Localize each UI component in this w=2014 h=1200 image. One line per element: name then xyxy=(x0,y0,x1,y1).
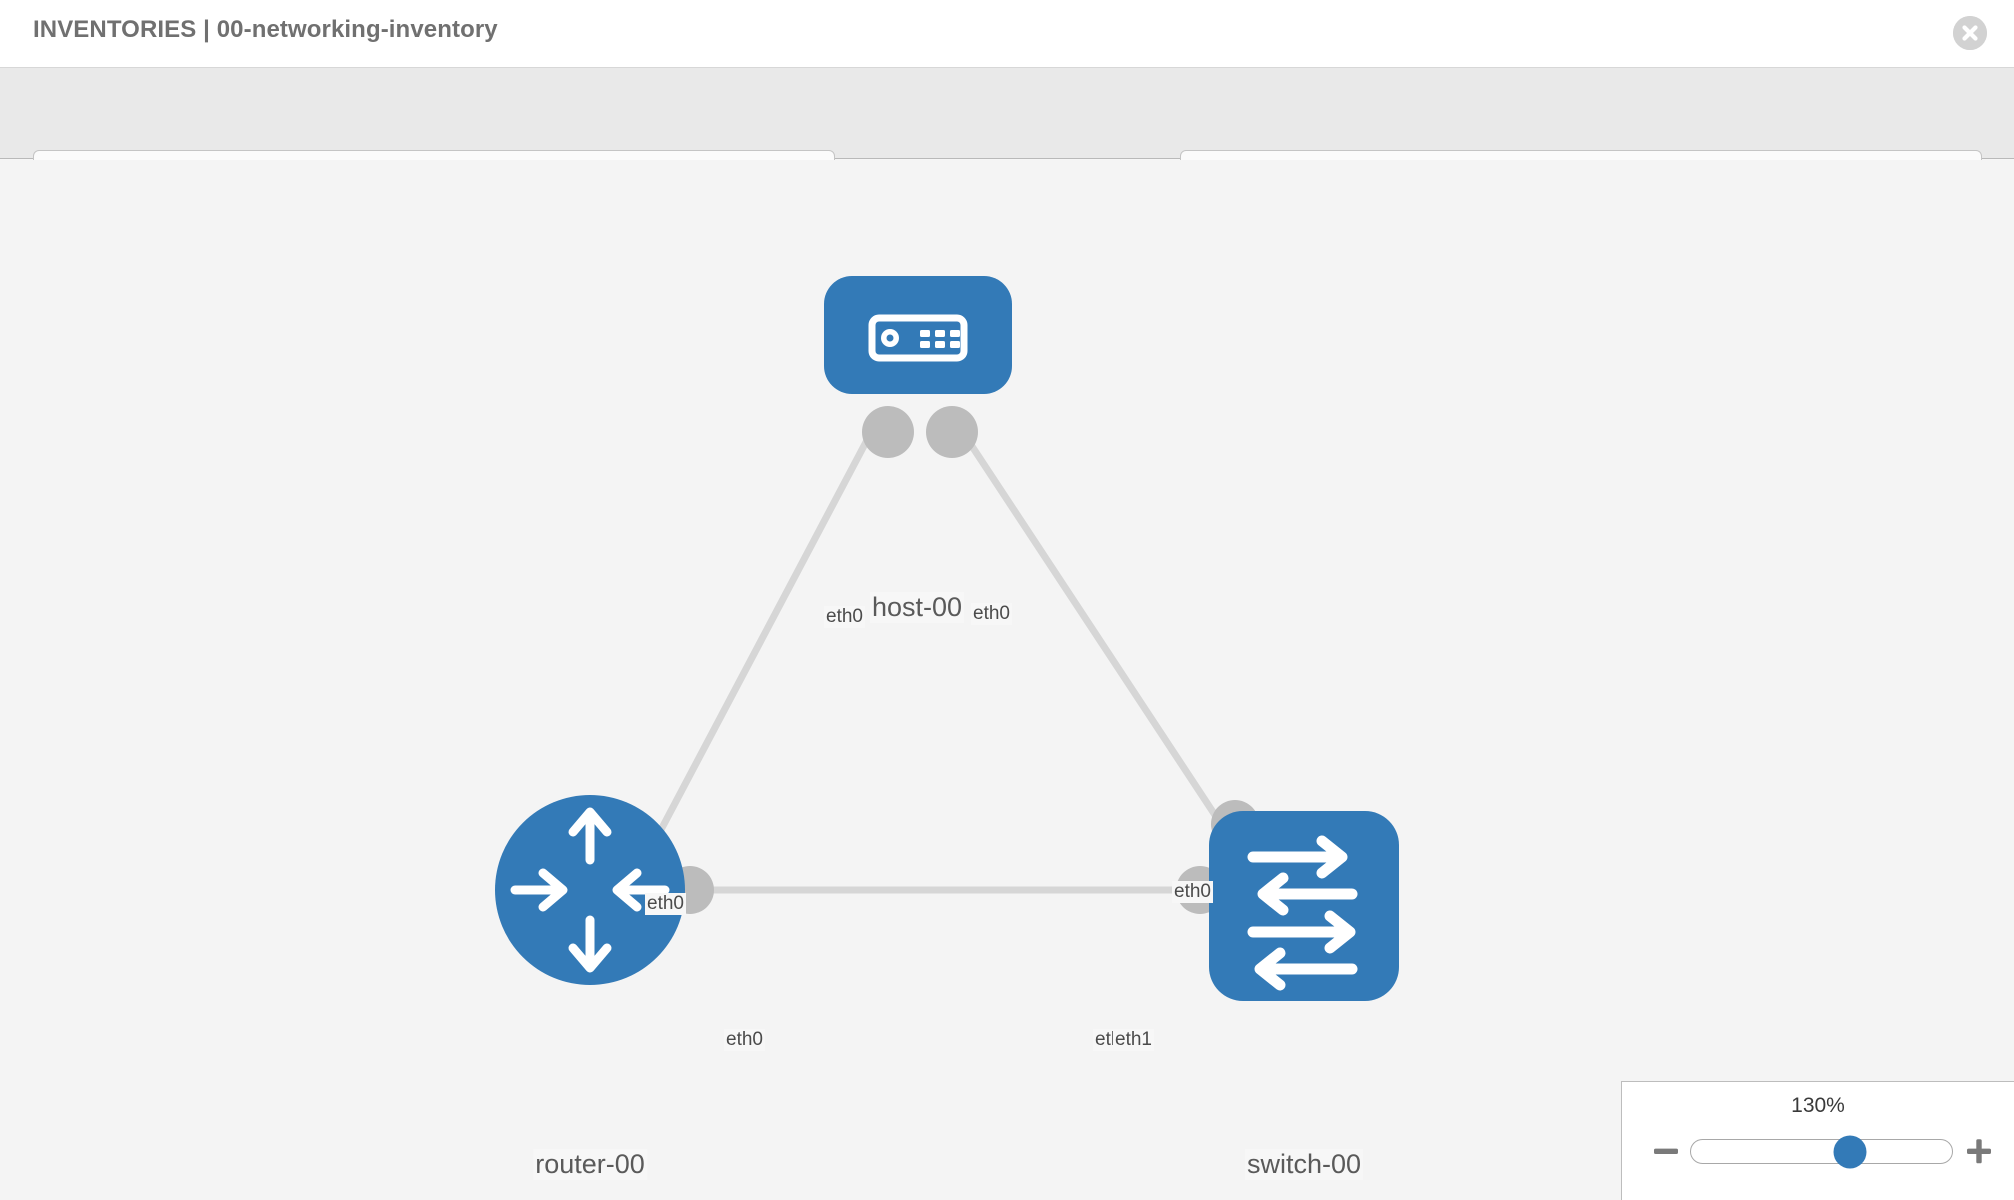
node-switch-00 xyxy=(1209,811,1399,1001)
topology-connectors xyxy=(666,406,1259,914)
edge-label: eth0 xyxy=(1172,881,1213,903)
page-title: INVENTORIES | 00-networking-inventory xyxy=(33,16,498,43)
node-label-host-00: host-00 xyxy=(869,592,965,623)
edge-label: eth0 xyxy=(824,606,865,628)
minus-icon[interactable] xyxy=(1651,1136,1681,1166)
topology-canvas[interactable]: eth0 eth0 eth0 eth0 eth0 eth0 eth1 host-… xyxy=(0,160,2014,1200)
page-header: INVENTORIES | 00-networking-inventory xyxy=(0,0,2014,68)
edge-label: eth1 xyxy=(1113,1029,1154,1051)
edge-host00-router00 xyxy=(641,421,879,864)
edge-host00-switch00 xyxy=(954,421,1242,854)
edge-label: eth0 xyxy=(645,893,686,915)
edge-label: eth0 xyxy=(724,1029,765,1051)
zoom-level-value: 130% xyxy=(1791,1094,1845,1117)
plus-icon[interactable] xyxy=(1964,1136,1994,1166)
node-label-switch-00: switch-00 xyxy=(1244,1149,1364,1180)
zoom-control-panel: 130% xyxy=(1621,1081,2014,1200)
connector-host00-left xyxy=(862,406,914,458)
connector-host00-right xyxy=(926,406,978,458)
edge-label: eth0 xyxy=(971,603,1012,625)
node-router-00 xyxy=(495,795,685,985)
close-icon[interactable] xyxy=(1953,16,1987,50)
node-label-router-00: router-00 xyxy=(533,1149,647,1180)
zoom-slider[interactable] xyxy=(1690,1135,1953,1168)
zoom-slider-thumb[interactable] xyxy=(1833,1135,1867,1168)
node-host-00 xyxy=(824,276,1012,394)
toolbar: ACTIONS SEARCH xyxy=(0,68,2014,200)
topology-edges xyxy=(641,421,1242,894)
